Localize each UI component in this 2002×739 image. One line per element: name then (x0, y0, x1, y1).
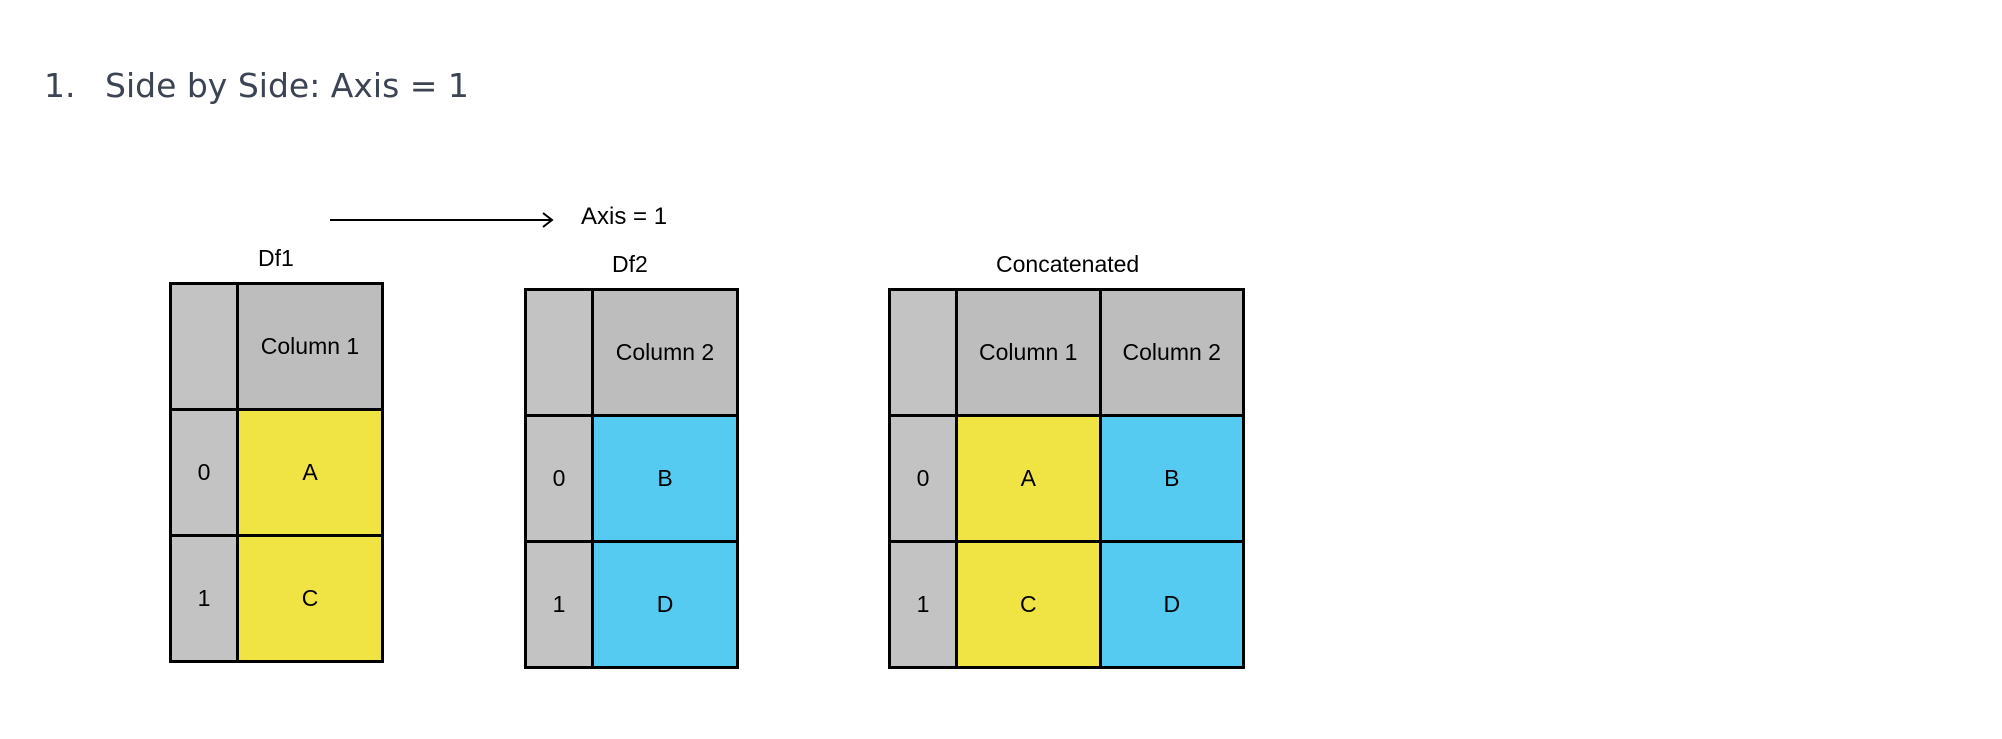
row-index: 0 (524, 414, 594, 543)
df2-table: Column 2 0 B 1 D (524, 288, 739, 669)
index-header-cell (524, 288, 594, 417)
table-row: 1 C D (888, 540, 1245, 669)
row-index: 0 (888, 414, 958, 543)
row-index: 1 (888, 540, 958, 669)
index-header-cell (169, 282, 239, 411)
section-heading: 1. Side by Side: Axis = 1 (44, 66, 469, 105)
table-header-row: Column 2 (524, 288, 739, 417)
data-cell: A (236, 408, 384, 537)
axis-arrow-icon (330, 212, 554, 228)
data-cell: C (236, 534, 384, 663)
data-cell: B (1098, 414, 1245, 543)
concat-caption: Concatenated (996, 251, 1140, 277)
table-row: 0 B (524, 414, 739, 543)
heading-number: 1. (44, 66, 76, 105)
data-cell: A (955, 414, 1102, 543)
column-header: Column 1 (236, 282, 384, 411)
df1-table: Column 1 0 A 1 C (169, 282, 384, 663)
heading-title: Side by Side: Axis = 1 (105, 66, 469, 105)
row-index: 0 (169, 408, 239, 537)
table-header-row: Column 1 (169, 282, 384, 411)
data-cell: B (591, 414, 739, 543)
column-header: Column 1 (955, 288, 1102, 417)
table-row: 1 C (169, 534, 384, 663)
column-header: Column 2 (591, 288, 739, 417)
table-row: 0 A (169, 408, 384, 537)
row-index: 1 (524, 540, 594, 669)
index-header-cell (888, 288, 958, 417)
concat-table: Column 1 Column 2 0 A B 1 C D (888, 288, 1245, 669)
data-cell: C (955, 540, 1102, 669)
data-cell: D (591, 540, 739, 669)
row-index: 1 (169, 534, 239, 663)
table-header-row: Column 1 Column 2 (888, 288, 1245, 417)
column-header: Column 2 (1098, 288, 1245, 417)
table-row: 1 D (524, 540, 739, 669)
axis-label: Axis = 1 (581, 203, 668, 230)
table-row: 0 A B (888, 414, 1245, 543)
df2-caption: Df2 (612, 251, 648, 277)
data-cell: D (1098, 540, 1245, 669)
df1-caption: Df1 (258, 245, 294, 271)
